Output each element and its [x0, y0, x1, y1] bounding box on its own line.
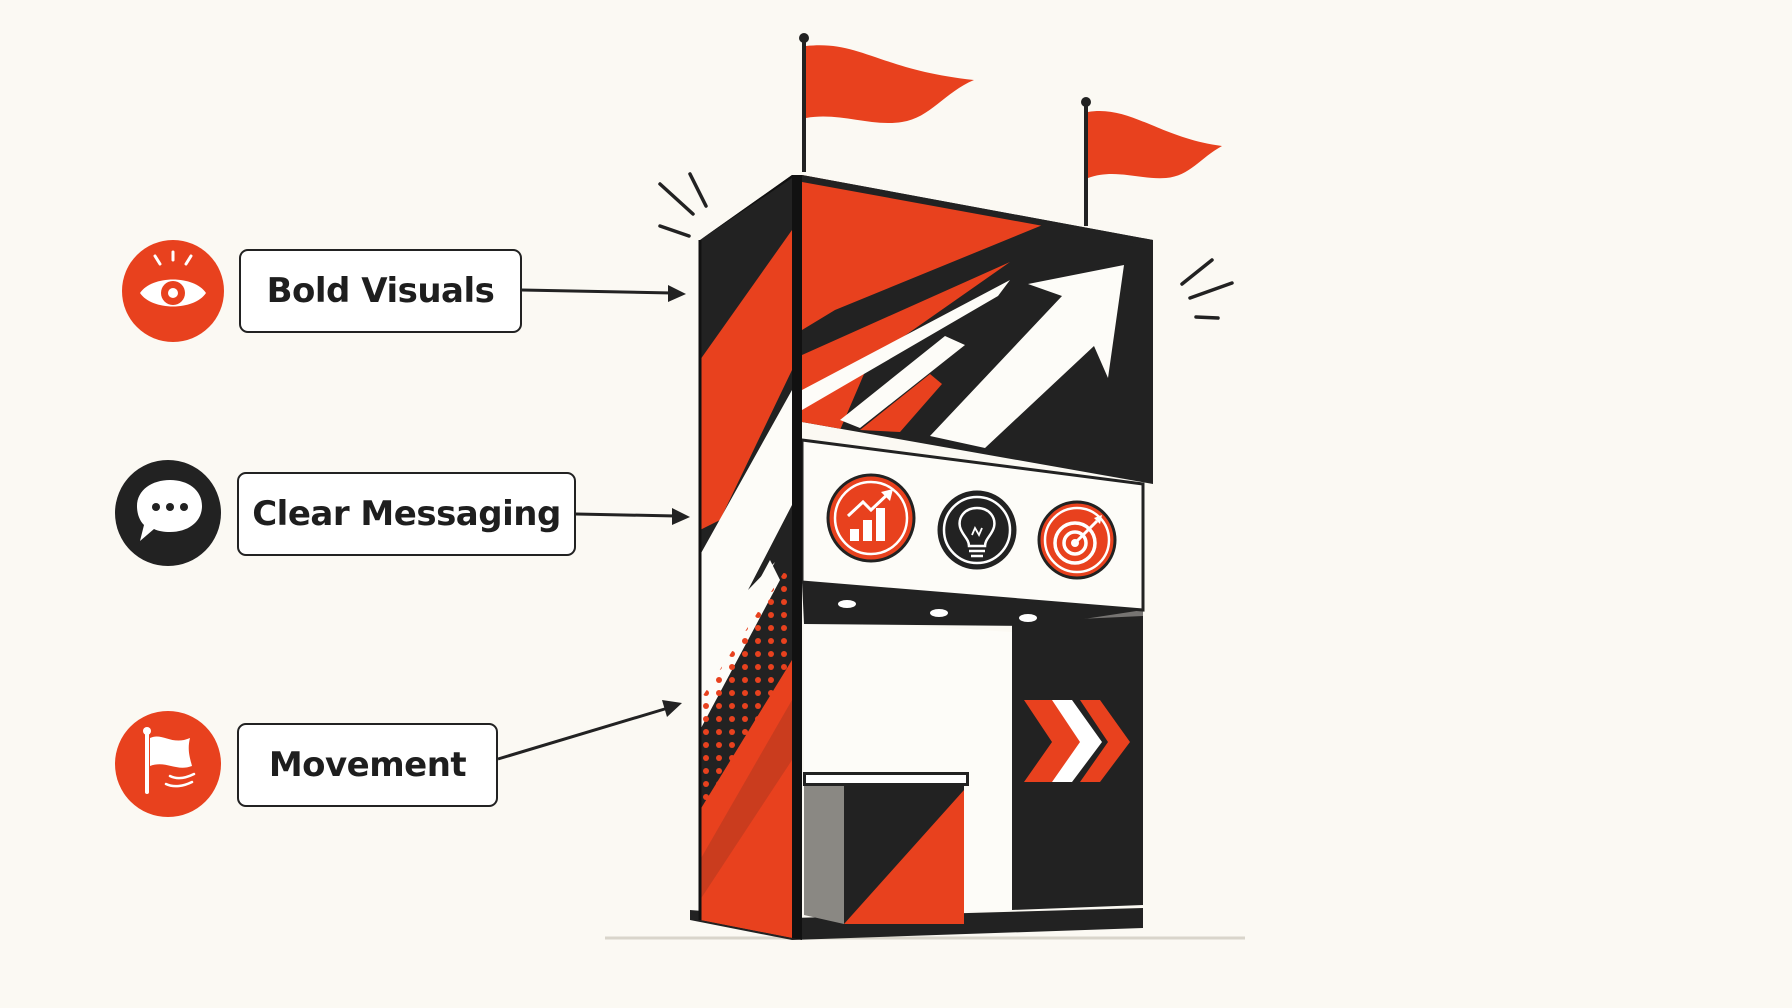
- left-pillar: [698, 175, 802, 940]
- arrow-bold-visuals: [521, 285, 686, 302]
- booth-canopy: [802, 582, 1143, 626]
- speech-bubble-icon: [115, 460, 221, 566]
- burst-marks-left: [658, 172, 708, 238]
- eye-icon: [122, 240, 224, 342]
- flag-right: [1081, 97, 1222, 226]
- target-icon: [1037, 500, 1117, 580]
- up-arrow-icon: [840, 265, 1124, 448]
- arrow-movement: [497, 700, 682, 761]
- right-panel: [1012, 606, 1143, 910]
- label-bold-visuals: Bold Visuals: [239, 249, 522, 333]
- growth-chart-icon: [826, 473, 916, 563]
- label-clear-messaging: Clear Messaging: [237, 472, 576, 556]
- arrow-clear-messaging: [575, 508, 690, 525]
- burst-marks-right: [1180, 258, 1234, 320]
- flag-icon: [115, 711, 221, 817]
- label-movement: Movement: [237, 723, 498, 807]
- flag-left: [799, 33, 974, 172]
- booth-counter: [803, 772, 969, 924]
- lightbulb-icon: [937, 490, 1017, 570]
